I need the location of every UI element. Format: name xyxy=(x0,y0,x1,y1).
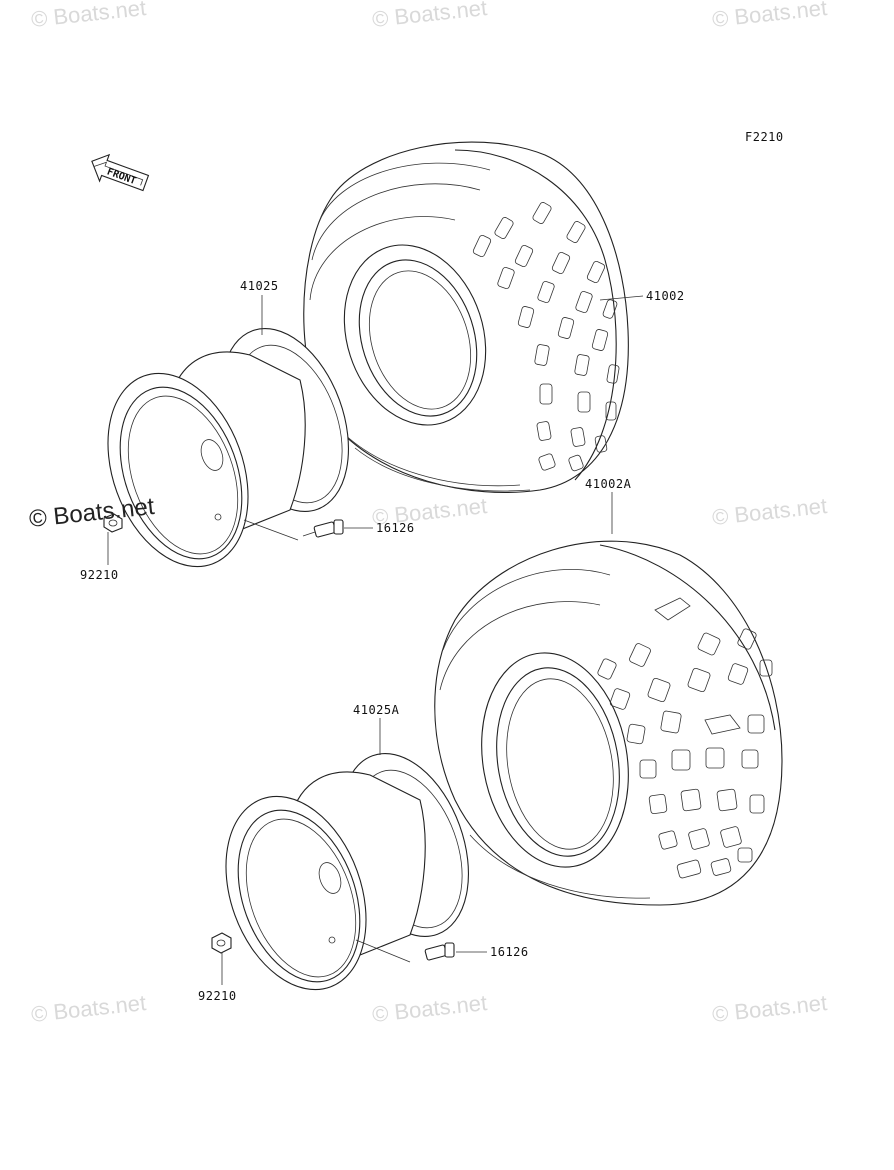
watermark: © Boats.net xyxy=(371,0,488,32)
watermark: © Boats.net xyxy=(371,990,488,1027)
part-number-tire-rear: 41002A xyxy=(585,477,632,491)
rim-front xyxy=(107,295,350,568)
valve-rear xyxy=(355,939,487,963)
watermark: © Boats.net xyxy=(711,0,828,32)
watermark: © Boats.net xyxy=(711,493,828,530)
front-arrow-icon: FRONT xyxy=(91,153,150,192)
part-number-nut-rear: 92210 xyxy=(198,989,237,1003)
tread-knobs xyxy=(472,202,620,472)
part-number-valve-rear: 16126 xyxy=(490,945,529,959)
watermark-layer: © Boats.net © Boats.net © Boats.net © Bo… xyxy=(30,0,828,1027)
part-number-nut-front: 92210 xyxy=(80,568,119,582)
watermark: © Boats.net xyxy=(30,0,147,32)
tire-rear xyxy=(434,492,783,906)
valve-front xyxy=(243,519,373,541)
part-number-rim-rear: 41025A xyxy=(353,703,400,717)
rim-rear xyxy=(225,718,470,991)
figure-code: F2210 xyxy=(745,130,784,144)
nut-rear xyxy=(211,932,232,985)
part-number-rim-front: 41025 xyxy=(240,279,279,293)
part-number-tire-front: 41002 xyxy=(646,289,685,303)
part-number-valve-front: 16126 xyxy=(376,521,415,535)
tread-knobs xyxy=(597,597,773,879)
watermark: © Boats.net xyxy=(711,990,828,1027)
watermark: © Boats.net xyxy=(30,990,147,1027)
tire-front xyxy=(303,141,644,493)
nut-front xyxy=(103,513,123,565)
